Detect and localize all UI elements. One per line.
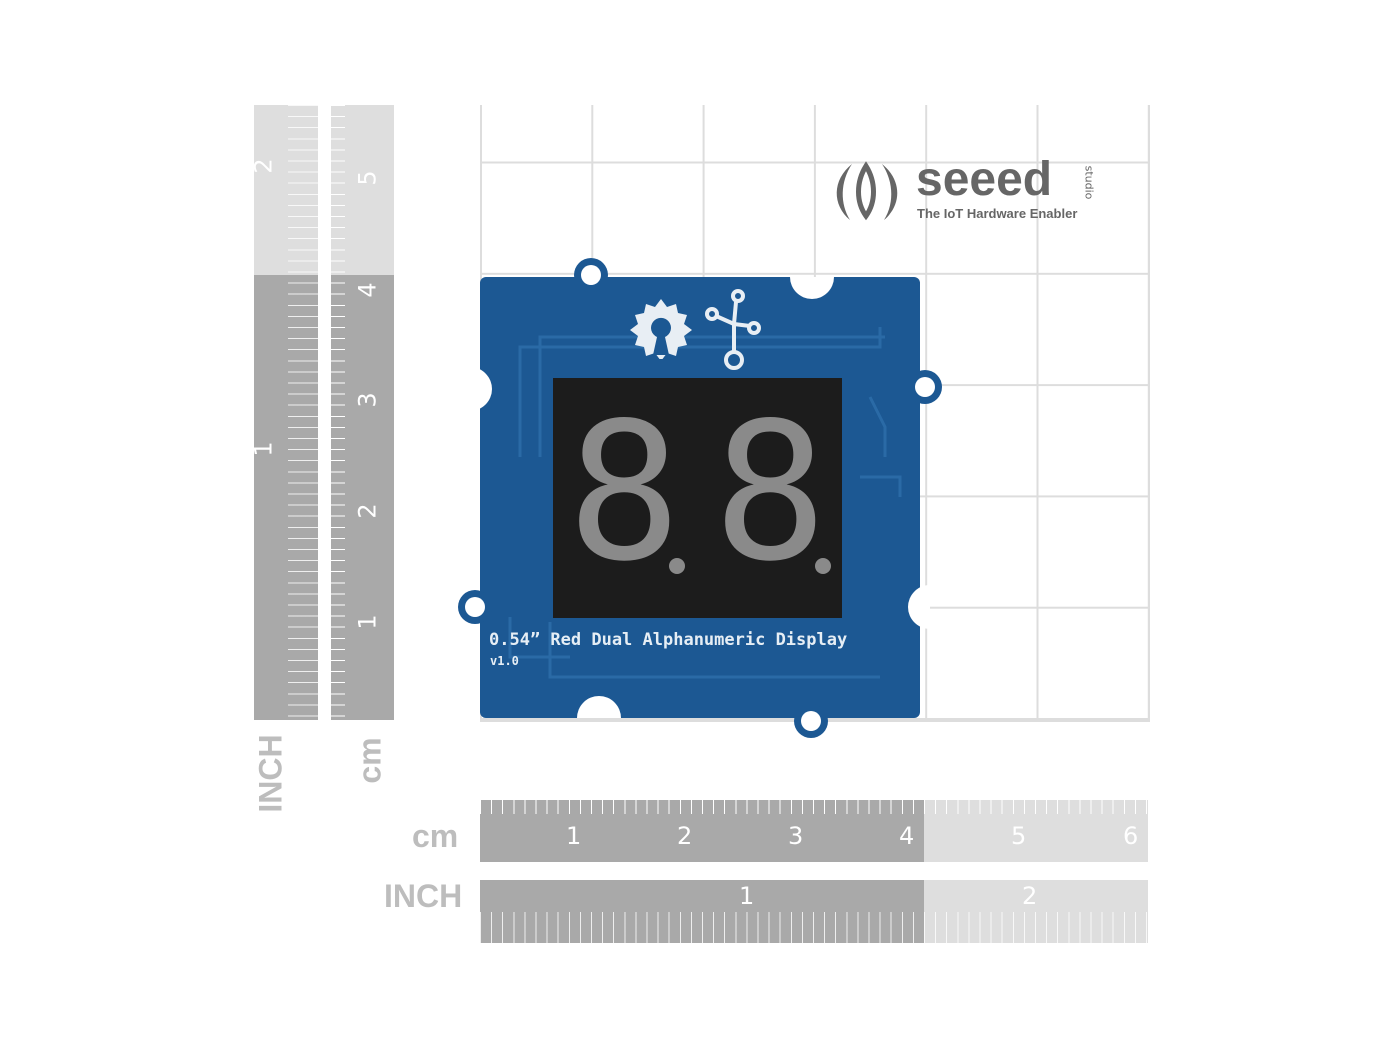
ruler-unit-label: INCH (384, 878, 463, 914)
decimal-point (815, 558, 831, 574)
mounting-hole (794, 704, 828, 738)
board-version: v1.0 (490, 654, 519, 668)
cm-ticks (480, 800, 1148, 814)
board-notch (470, 367, 492, 411)
ruler-unit-label: cm (351, 737, 388, 784)
grove-icon (705, 289, 761, 370)
board-notch (908, 585, 930, 629)
seeed-logo (832, 160, 904, 226)
ruler-label: 2 (249, 158, 278, 174)
board-title: 0.54” Red Dual Alphanumeric Display (489, 630, 848, 650)
seeed-flame-icon (836, 161, 898, 221)
board-notch (790, 277, 834, 299)
mounting-hole (458, 590, 492, 624)
open-source-hardware-icon (630, 299, 692, 359)
ruler-label: 1 (566, 822, 582, 850)
ruler-unit-label: cm (412, 818, 459, 854)
decimal-point (669, 558, 685, 574)
ruler-label: 1 (249, 441, 278, 457)
mounting-hole (574, 258, 608, 292)
ruler-label: 5 (1011, 822, 1027, 850)
display-digit: 8 (567, 382, 682, 603)
mounting-hole (908, 370, 942, 404)
inch-ticks (480, 912, 1148, 943)
logo-sub: studio (1082, 165, 1096, 200)
ruler-unit-label: INCH (252, 734, 289, 813)
ruler-label: 3 (353, 392, 382, 408)
logo-tagline: The IoT Hardware Enabler (917, 206, 1078, 221)
ruler-label: 3 (788, 822, 804, 850)
ruler-label: 1 (353, 614, 382, 630)
ruler-label: 6 (1123, 822, 1139, 850)
ruler-label: 4 (353, 282, 382, 298)
logo-brand: seeed (916, 153, 1053, 206)
ruler-label: 2 (677, 822, 693, 850)
inch-ticks (288, 105, 318, 720)
pcb-traces (508, 327, 902, 679)
ruler-label: 5 (353, 170, 382, 186)
display-digit: 8 (713, 382, 828, 603)
cm-ticks (331, 105, 345, 720)
ruler-label: 1 (739, 882, 755, 910)
ruler-label: 4 (899, 822, 915, 850)
alphanumeric-display: 8 8 (553, 378, 842, 618)
ruler-label: 2 (1022, 882, 1038, 910)
ruler-label: 2 (353, 503, 382, 519)
